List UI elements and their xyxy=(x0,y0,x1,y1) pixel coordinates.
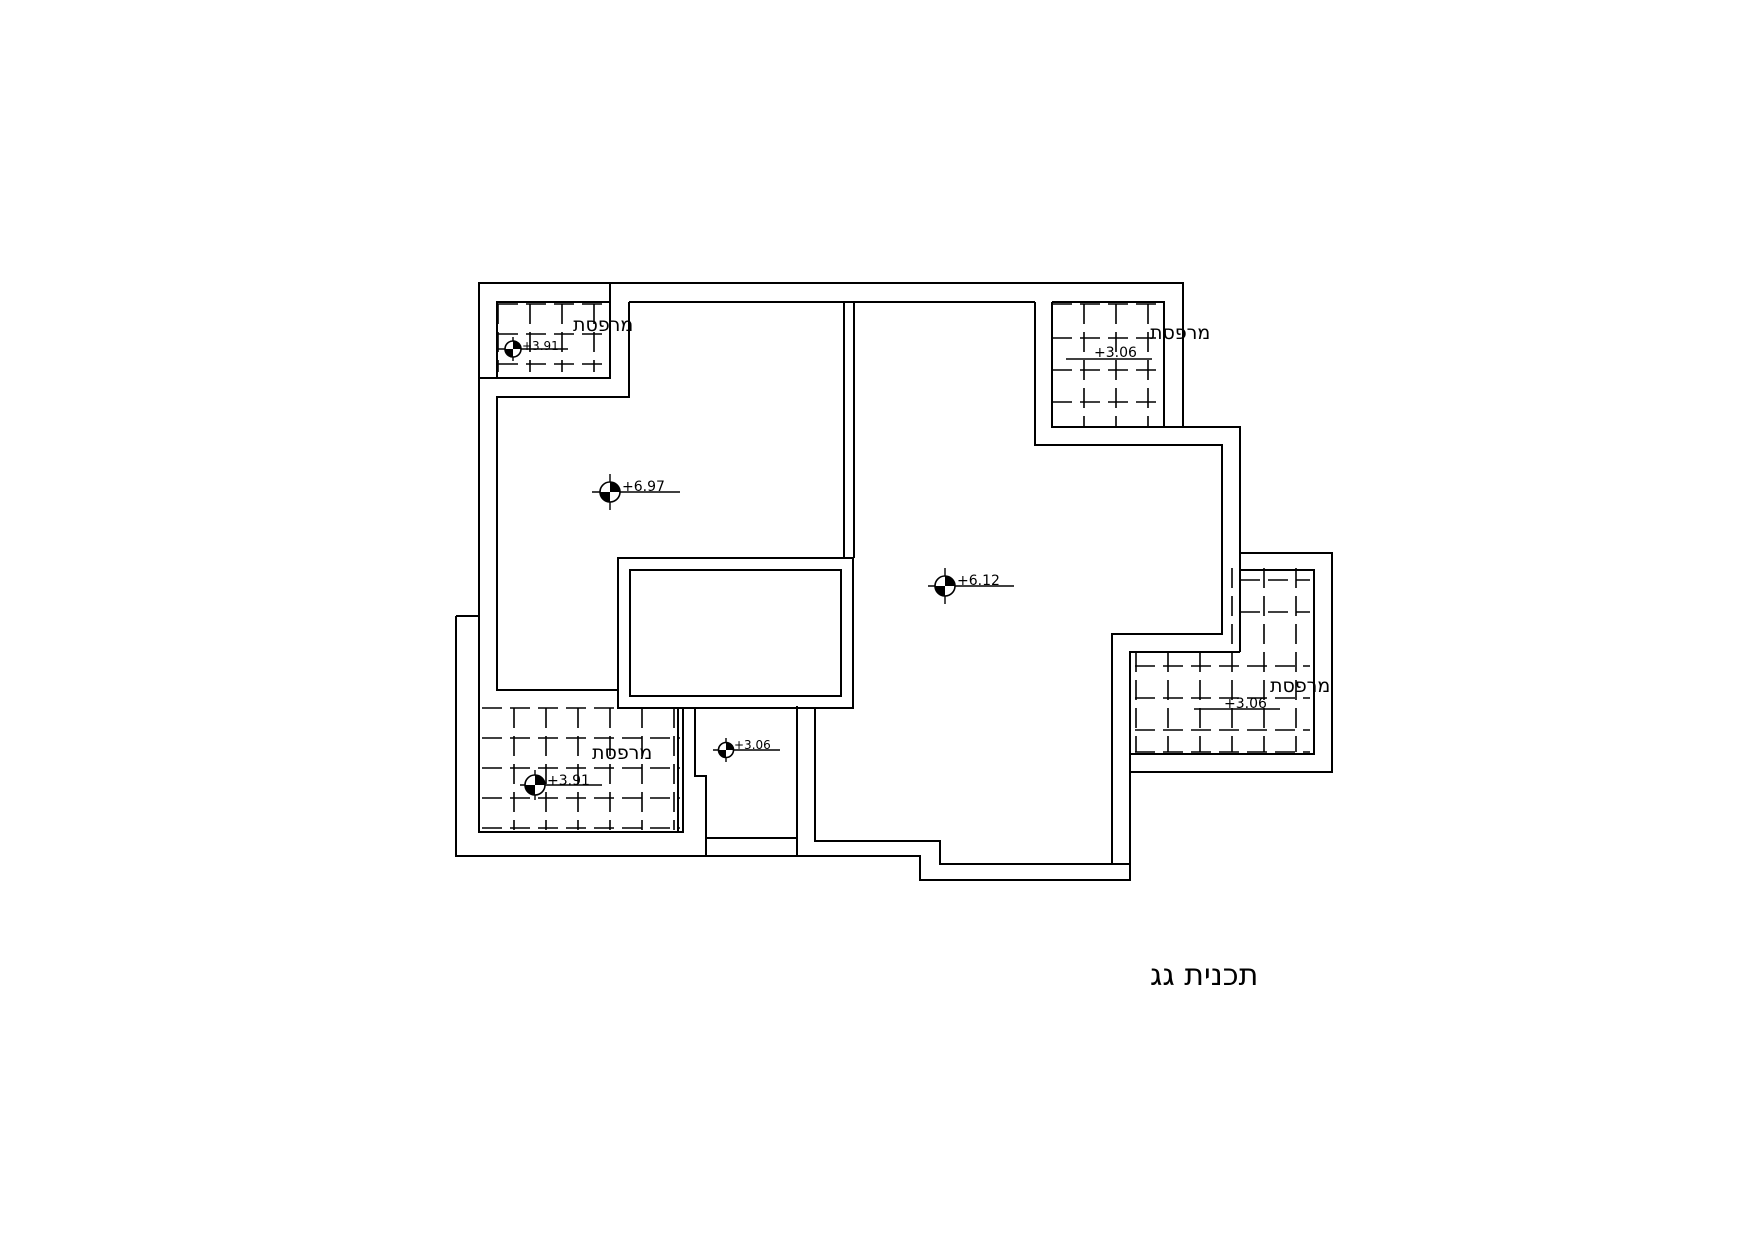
balcony-label-top-left: מרפסת xyxy=(573,314,633,336)
balcony-label-right: מרפסת xyxy=(1270,675,1330,697)
level-marker-roof-main xyxy=(928,568,1014,604)
balcony-level-right: +3.06 xyxy=(1224,696,1267,712)
level-marker-roof-left xyxy=(592,474,680,510)
drawing-title: תכנית גג xyxy=(1150,958,1258,993)
roof-level-left: +6.97 xyxy=(622,479,665,495)
walls xyxy=(455,282,1333,881)
level-marker-bottom-left-balcony xyxy=(520,770,602,800)
roof-level-main: +6.12 xyxy=(957,573,1000,589)
balcony-tiles-right xyxy=(1135,568,1310,753)
balcony-tiles-bottom-left xyxy=(482,707,680,830)
balcony-tiles-top-right xyxy=(1051,303,1164,426)
passage-level: +3.06 xyxy=(734,738,771,752)
level-marker-passage xyxy=(713,738,780,762)
balcony-label-bottom-left: מרפסת xyxy=(592,742,652,764)
balcony-level-top-left: +3.91 xyxy=(522,339,559,353)
level-marker-top-left-balcony xyxy=(498,337,568,361)
balcony-level-top-right: +3.06 xyxy=(1094,345,1137,361)
balcony-label-top-right: מרפסת xyxy=(1150,322,1210,344)
balcony-level-bottom-left: +3.91 xyxy=(547,773,590,789)
